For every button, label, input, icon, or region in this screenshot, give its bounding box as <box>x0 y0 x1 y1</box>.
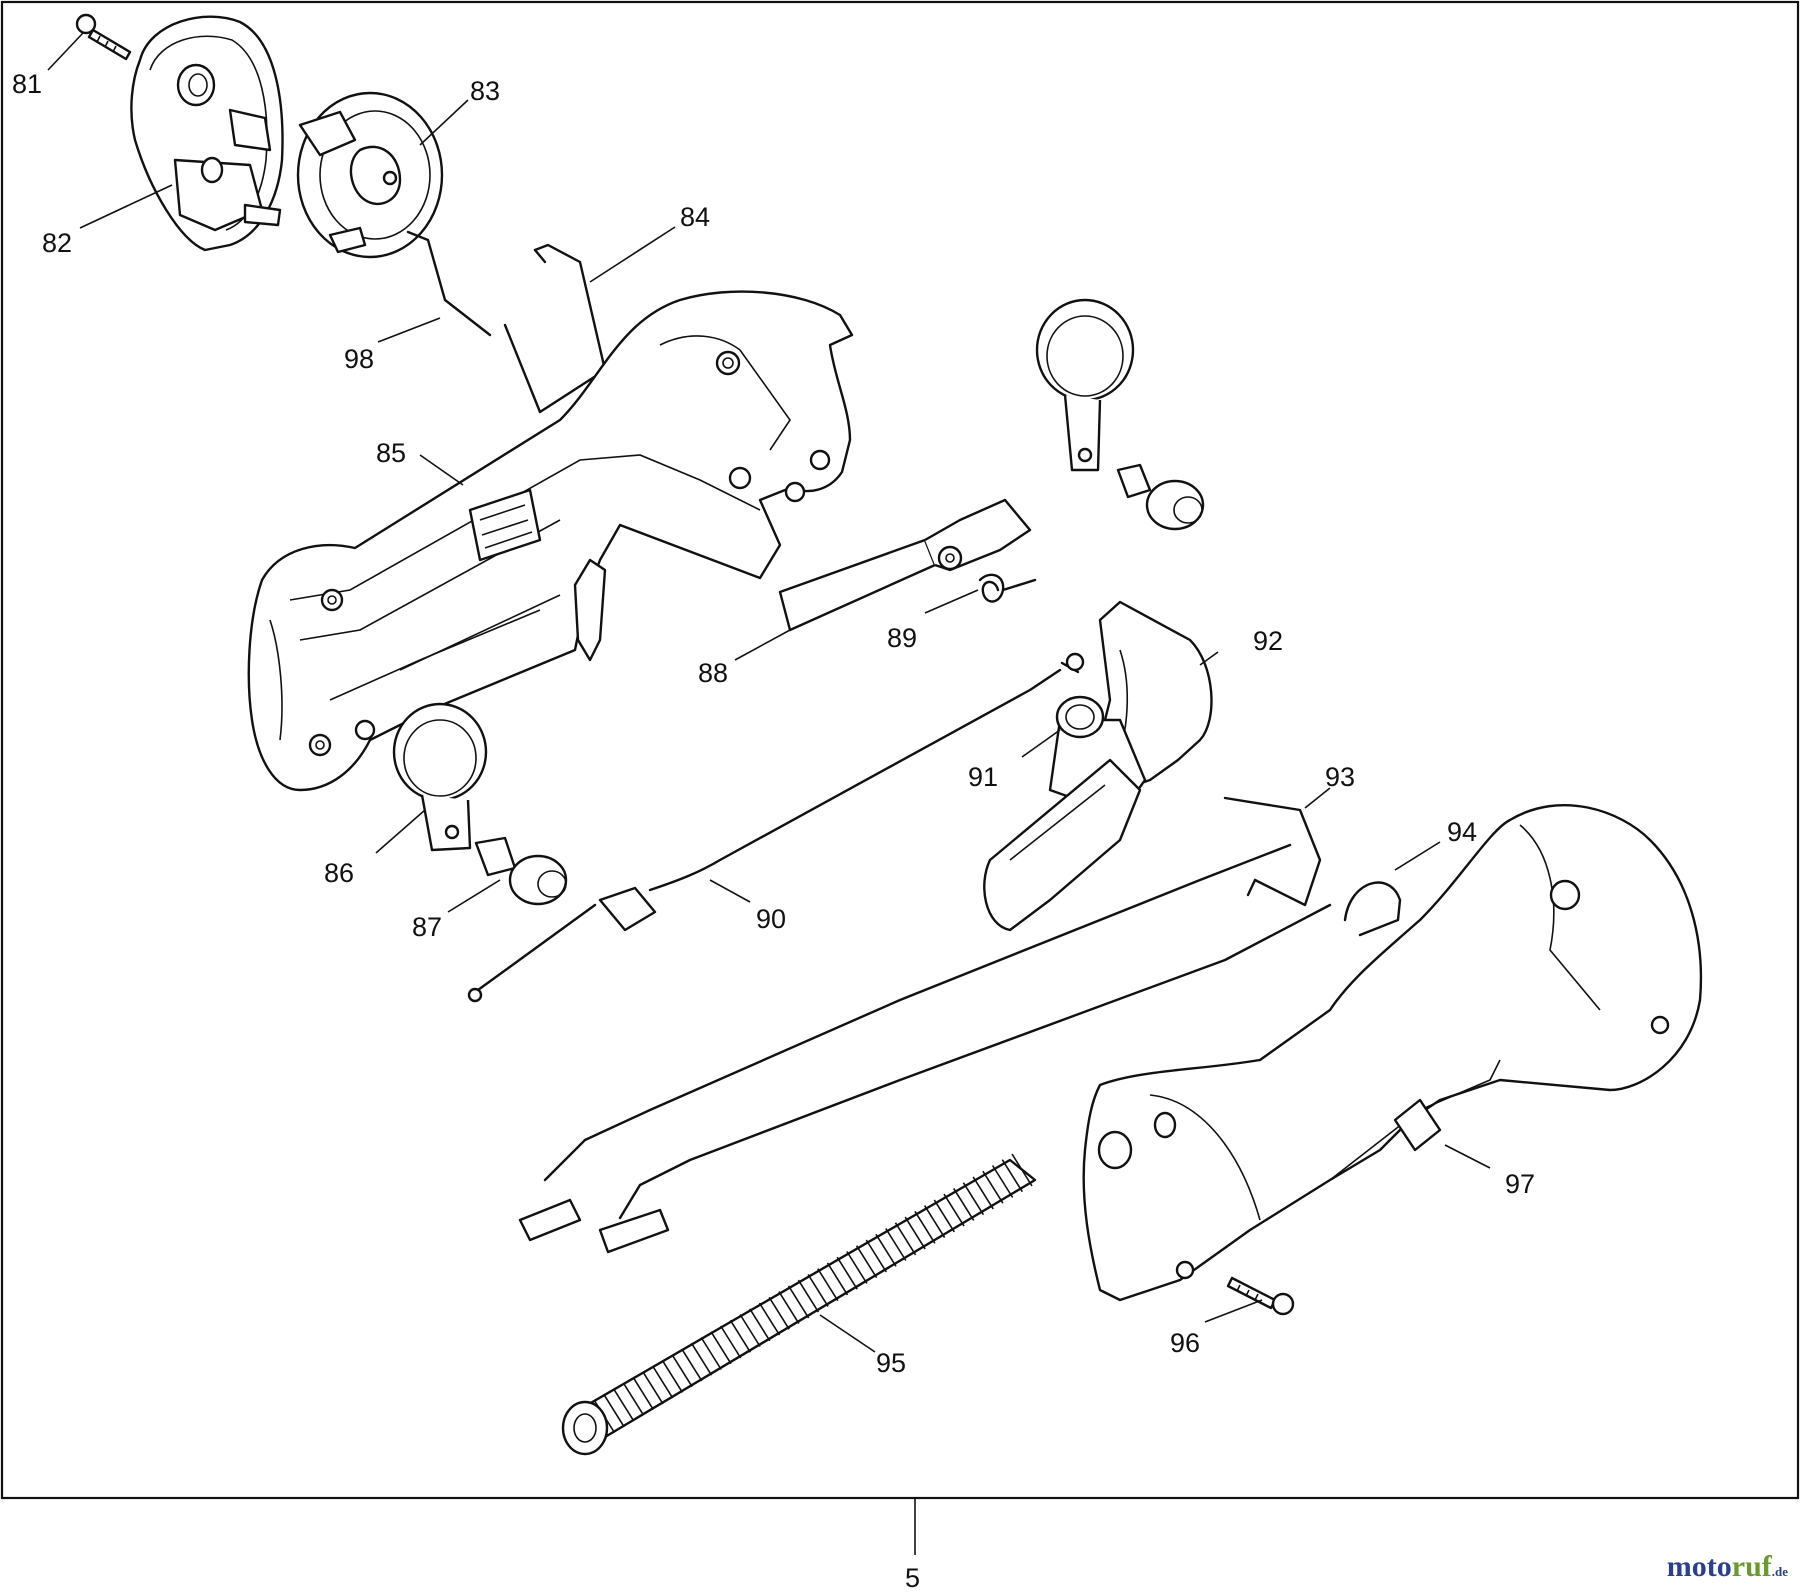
part-96-screw <box>1226 1276 1295 1316</box>
part-89-spring <box>978 573 1037 603</box>
part-82-end-cover <box>130 15 284 252</box>
callout-93: 93 <box>1325 762 1355 792</box>
part-87-bolt <box>474 836 568 906</box>
part-84-bracket <box>503 243 607 414</box>
watermark-part1: moto <box>1666 1550 1732 1583</box>
watermark-logo: motoruf.de <box>1667 1550 1788 1584</box>
part-86-clamp-ring <box>392 702 488 852</box>
callout-81: 81 <box>12 69 42 99</box>
callout-83: 83 <box>470 76 500 106</box>
callout-90: 90 <box>756 904 786 934</box>
part-88-throttle-lever <box>778 498 1032 632</box>
callout-labels: 81 82 83 84 85 86 87 88 89 90 91 92 93 9… <box>12 69 1535 1593</box>
callout-97: 97 <box>1505 1169 1535 1199</box>
callout-84: 84 <box>680 202 710 232</box>
part-92-clamp-ring-top <box>1035 298 1135 472</box>
part-90-throttle-cable <box>467 652 1085 1003</box>
callout-98: 98 <box>344 344 374 374</box>
callout-91: 91 <box>968 762 998 792</box>
bolt-top <box>1116 463 1205 531</box>
callout-82: 82 <box>42 228 72 258</box>
callout-88: 88 <box>698 658 728 688</box>
part-95-corrugated-tube <box>561 1153 1037 1456</box>
callout-92: 92 <box>1253 626 1283 656</box>
diagram-frame <box>0 0 1800 1500</box>
callout-94: 94 <box>1447 817 1477 847</box>
part-91-ring <box>1055 695 1105 739</box>
part-94-cable <box>598 881 1402 1254</box>
part-85-handle-half <box>247 290 854 792</box>
part-81-screw <box>75 13 132 61</box>
callout-85: 85 <box>376 438 406 468</box>
part-97-outer-handle <box>1082 804 1703 1302</box>
page-number: 5 <box>905 1563 920 1593</box>
watermark-suffix: .de <box>1771 1564 1788 1579</box>
callout-86: 86 <box>324 858 354 888</box>
part-83-switch-housing <box>296 91 444 259</box>
callout-89: 89 <box>887 623 917 653</box>
callout-87: 87 <box>412 912 442 942</box>
watermark-part2: ruf <box>1731 1550 1772 1583</box>
part-93-wire-form <box>1223 796 1322 907</box>
callout-95: 95 <box>876 1348 906 1378</box>
cable-lower <box>518 843 1292 1242</box>
leader-lines <box>47 32 1491 1353</box>
part-98-wire-spring <box>406 230 492 337</box>
trigger-grip <box>983 758 1142 932</box>
callout-96: 96 <box>1170 1328 1200 1358</box>
